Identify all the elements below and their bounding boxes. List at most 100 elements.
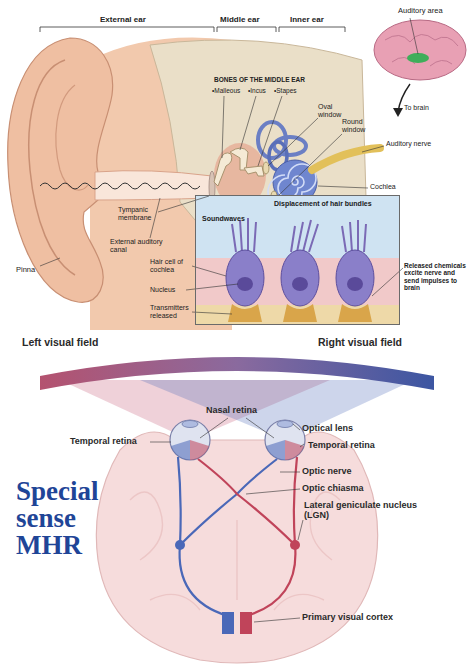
part-label: Cochlea: [370, 183, 420, 191]
section-brackets: [40, 27, 214, 32]
section-brackets: [279, 27, 345, 32]
inset-panel: Displacement of hair bundlesSoundwaves: [195, 195, 400, 325]
leader-lines: [372, 268, 403, 296]
ear-canal: [40, 183, 200, 189]
section-heading: External ear: [100, 16, 180, 25]
hair-cell-inset: [237, 277, 253, 291]
ossicles: [214, 148, 264, 186]
leader-lines: [258, 96, 282, 166]
leader-lines: [298, 520, 303, 540]
ossicles: [230, 148, 248, 170]
field-label: Left visual field: [22, 337, 162, 349]
leader-lines: [150, 442, 171, 443]
visual-pathways: [175, 457, 300, 634]
part-label: Auditory nerve: [386, 140, 456, 148]
brain-thumbnail: [374, 20, 466, 80]
part-label: Nasal retina: [206, 405, 286, 415]
part-label: Nucleus: [150, 286, 190, 294]
ossicles: [244, 166, 264, 176]
eyes: [265, 420, 305, 460]
pinna-drawing: [56, 85, 88, 190]
hair-cell-inset: [196, 196, 399, 258]
brain-thumbnail: [374, 20, 466, 117]
part-label: •Stapes: [274, 87, 308, 94]
hair-cell-inset: [347, 277, 363, 291]
part-label: Temporal retina: [308, 440, 408, 450]
eyes: [171, 440, 190, 460]
part-label: Optic nerve: [302, 466, 392, 476]
part-label: To brain: [404, 104, 454, 112]
leader-lines: [362, 146, 384, 152]
visual-pathways: [290, 540, 300, 550]
part-label: Optical lens: [302, 423, 392, 433]
eyes: [190, 440, 209, 460]
leader-lines: [150, 198, 160, 238]
part-label: Transmitters released: [150, 304, 194, 320]
hair-cell-inset: [228, 304, 262, 322]
brain-thumbnail: [407, 53, 429, 63]
visual-pathways: [240, 612, 252, 634]
part-label: •Malleous: [212, 87, 252, 94]
pinna-drawing: [8, 38, 113, 302]
hair-cell-inset: [196, 196, 399, 324]
watermark-title: Special sense MHR: [16, 478, 146, 559]
visual-fields: [40, 357, 434, 440]
leader-lines: [268, 118, 318, 166]
leader-lines: [40, 258, 60, 266]
section-heading: Middle ear: [220, 16, 280, 25]
leader-lines: [246, 489, 300, 494]
leader-lines: [318, 186, 368, 188]
part-label: Oval window: [318, 103, 348, 119]
leader-lines: [222, 96, 224, 158]
part-label: Hair cell of cochlea: [150, 258, 194, 274]
visual-pathways: [175, 540, 185, 550]
part-label: Temporal retina: [70, 436, 160, 446]
leader-lines: [192, 266, 226, 276]
eyes: [170, 420, 305, 460]
hair-cell-inset: [232, 218, 256, 252]
part-label: Auditory area: [398, 7, 468, 15]
leader-lines: [246, 418, 274, 438]
leader-lines: [254, 618, 300, 622]
part-label: Pinna: [16, 266, 56, 274]
leader-lines: [192, 312, 232, 314]
eyes: [285, 440, 304, 460]
inner-ear: [312, 148, 380, 170]
hair-cell-inset: [226, 250, 264, 306]
leader-lines: [240, 96, 256, 150]
section-brackets: [40, 27, 345, 32]
leader-lines: [280, 472, 300, 473]
leader-lines: [300, 444, 304, 447]
node-text: Displacement of hair bundles: [274, 200, 398, 208]
part-label: Primary visual cortex: [302, 612, 442, 622]
hair-cell-inset: [281, 250, 319, 306]
brain-thumbnail: [385, 34, 458, 66]
part-label: Lateral geniculate nucleus (LGN): [304, 500, 424, 520]
visual-pathways: [246, 545, 295, 616]
leader-lines: [150, 418, 304, 622]
hair-cell-inset: [196, 305, 399, 324]
part-heading: BONES OF THE MIDDLE EAR: [214, 76, 334, 83]
leader-lines: [40, 18, 418, 314]
leader-lines: [293, 424, 300, 430]
part-label: Optic chiasma: [302, 483, 402, 493]
inner-ear: [263, 162, 269, 174]
hair-cell-inset: [232, 218, 366, 252]
hair-cell-inset: [228, 304, 372, 322]
visual-pathways: [294, 457, 297, 545]
node-text: Soundwaves: [202, 215, 262, 223]
part-label: Tympanic membrane: [118, 206, 166, 222]
visual-pathways: [180, 545, 228, 616]
leader-lines: [410, 18, 418, 54]
part-label: External auditory canal: [110, 238, 166, 254]
section-brackets: [217, 27, 276, 32]
part-label: Round window: [342, 118, 374, 134]
ossicles: [214, 153, 232, 186]
visual-fields: [40, 357, 434, 390]
eyes: [277, 421, 293, 428]
eyes: [266, 440, 285, 460]
eyes: [182, 421, 198, 428]
